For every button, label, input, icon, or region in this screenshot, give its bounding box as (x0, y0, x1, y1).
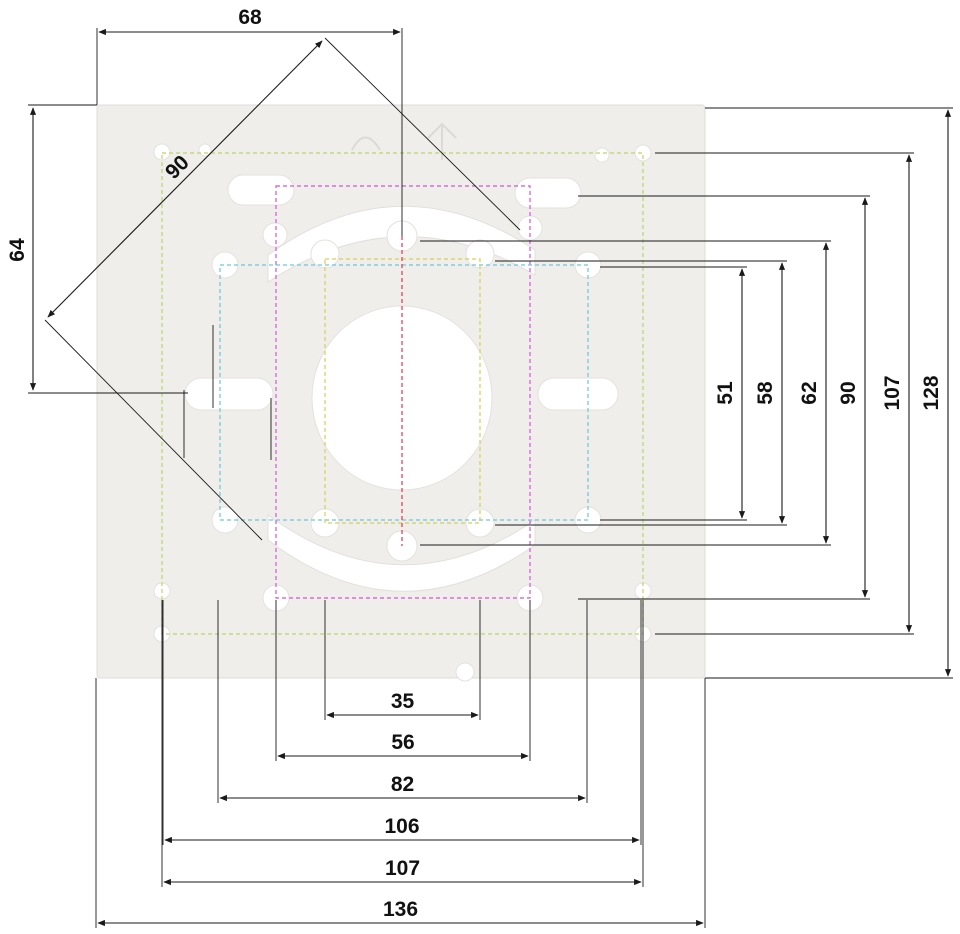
dim-label-right: 62 (798, 381, 821, 404)
dim-label-bottom: 56 (391, 731, 414, 754)
dim-right-58: 58 (495, 260, 787, 526)
right-slot (537, 377, 619, 411)
cyan-rect-guide (219, 264, 589, 521)
mounting-hole-icon (465, 508, 495, 538)
mounting-plate (96, 104, 706, 682)
outer-square-guide (161, 152, 644, 635)
top-right-slot (514, 177, 582, 209)
left-slot (184, 377, 274, 411)
dims-bottom: 35 56 82 106 107 136 (95, 600, 706, 928)
mounting-hole-icon (594, 147, 610, 163)
dim-right-107: 107 (655, 152, 914, 635)
dim-right-51: 51 (600, 266, 747, 521)
dim-label-right: 58 (754, 381, 777, 405)
dim-label-right: 107 (881, 375, 904, 410)
dim-label-bottom: 35 (391, 690, 415, 713)
top-arc-slot (267, 205, 536, 283)
mounting-hole-icon (262, 222, 288, 248)
up-arrow-icon (351, 122, 457, 160)
dim-label-right: 90 (837, 381, 860, 404)
dim-right-62: 62 (420, 240, 831, 546)
dim-right-90: 90 (578, 195, 870, 600)
dim-label-bottom: 106 (384, 815, 419, 838)
dim-bottom-107: 107 (161, 600, 644, 887)
dim-bottom-56: 56 (275, 600, 531, 761)
dim-label-bottom: 136 (383, 898, 418, 921)
mounting-hole-icon (455, 662, 475, 682)
dim-bottom-35: 35 (324, 600, 481, 720)
dim-label-right: 51 (714, 381, 737, 405)
dim-bottom-106: 106 (162, 600, 642, 845)
dim-top: 68 (96, 6, 403, 236)
dim-right-128: 128 (705, 107, 953, 679)
mounting-hole-icon (465, 239, 495, 269)
magenta-rect-guide (275, 185, 531, 599)
top-left-slot (227, 174, 295, 206)
dim-label-bottom: 107 (385, 857, 420, 880)
dim-bottom-82: 82 (217, 600, 588, 803)
dims-right: 51 58 62 90 107 128 (420, 107, 953, 679)
dim-label-top: 68 (238, 6, 262, 29)
dim-label-right: 128 (920, 375, 943, 410)
dim-bottom-136: 136 (95, 678, 706, 928)
dim-label-left: 64 (6, 238, 29, 262)
dim-label-bottom: 82 (391, 773, 414, 796)
